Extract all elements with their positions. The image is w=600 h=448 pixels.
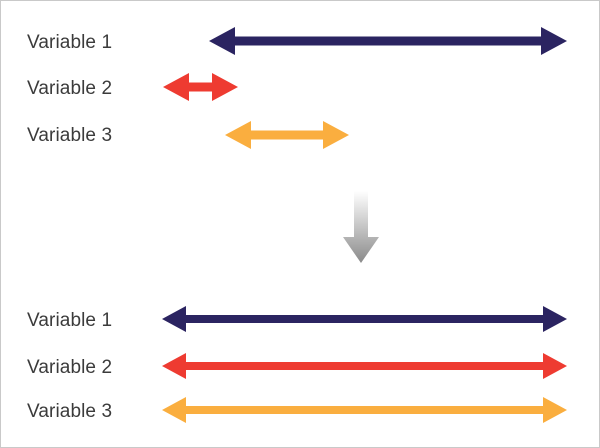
arrow-body-bottom_section-2 xyxy=(162,397,567,423)
arrow-body-bottom_section-1 xyxy=(162,353,567,379)
variable-label: Variable 1 xyxy=(27,310,113,331)
variable-label: Variable 1 xyxy=(27,32,113,53)
arrow-body-top_section-2 xyxy=(225,121,349,149)
double-arrow-bottom_section-0 xyxy=(162,306,567,332)
down-arrow-body xyxy=(343,191,379,263)
variable-label: Variable 2 xyxy=(27,357,113,378)
gradient-down-arrow xyxy=(343,191,379,263)
double-arrow-top_section-2 xyxy=(225,121,349,149)
double-arrow-top_section-1 xyxy=(163,73,238,101)
variable-label: Variable 3 xyxy=(27,401,113,422)
arrow-body-bottom_section-0 xyxy=(162,306,567,332)
arrow-body-top_section-0 xyxy=(209,27,567,55)
variable-label: Variable 3 xyxy=(27,125,113,146)
double-arrow-top_section-0 xyxy=(209,27,567,55)
arrow-body-top_section-1 xyxy=(163,73,238,101)
variable-label: Variable 2 xyxy=(27,78,113,99)
double-arrow-bottom_section-1 xyxy=(162,353,567,379)
double-arrow-bottom_section-2 xyxy=(162,397,567,423)
